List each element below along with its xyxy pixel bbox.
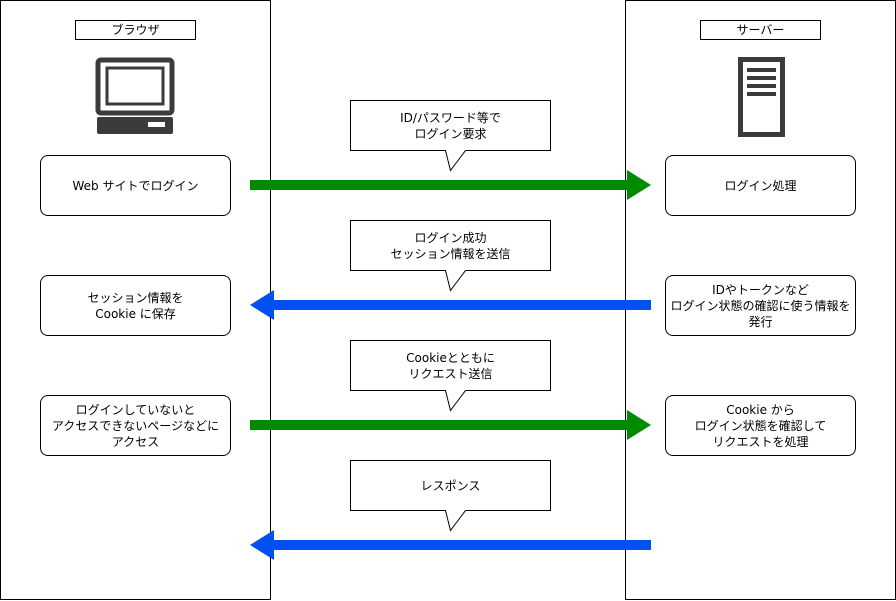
arrow-login-request [250,170,651,200]
message-login-success-text: ログイン成功 セッション情報を送信 [390,230,511,261]
message-cookie-request-text: Cookieとともに リクエスト送信 [406,350,495,381]
browser-step-login: Web サイトでログイン [40,155,231,216]
server-icon [738,57,785,137]
server-step-login-process: ログイン処理 [665,155,856,216]
server-step-handle-request: Cookie から ログイン状態を確認して リクエストを処理 [665,395,856,456]
browser-step-save-cookie: セッション情報を Cookie に保存 [40,275,231,336]
message-response-text: レスポンス [420,478,481,493]
message-bubble-login-request [350,100,551,172]
arrow-session-info [250,290,651,320]
arrow-response [250,530,651,560]
message-bubble-cookie-request [350,340,551,412]
message-bubble-login-success [350,220,551,292]
message-bubble-response [350,460,551,532]
server-step-issue-token: IDやトークンなど ログイン状態の確認に使う情報を 発行 [665,275,856,336]
browser-lane-label: ブラウザ [75,20,196,40]
arrow-cookie-request [250,410,651,440]
message-login-request-text: ID/パスワード等で ログイン要求 [400,110,501,141]
browser-step-access-page: ログインしていないと アクセスできないページなどに アクセス [40,395,231,456]
computer-icon [95,57,175,134]
server-lane-label: サーバー [700,20,821,40]
